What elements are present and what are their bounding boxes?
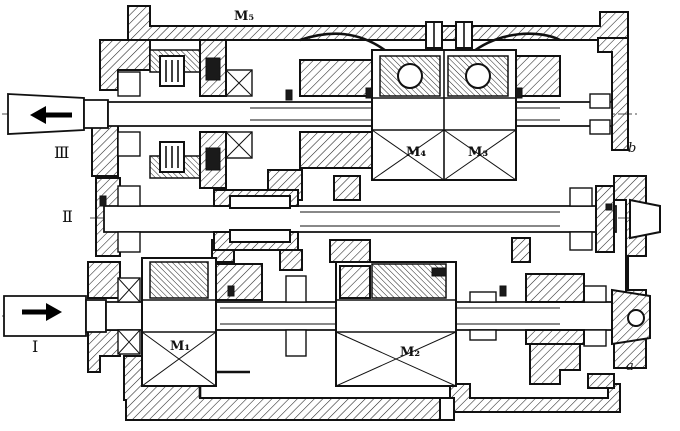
shaft-i <box>2 257 651 387</box>
point-label-a: a <box>626 359 634 374</box>
point-label-b: b <box>628 141 636 156</box>
label-m5: M₅ <box>234 9 254 24</box>
shaft-label-i: Ⅰ <box>32 337 38 356</box>
output-arrow <box>30 106 72 124</box>
housing <box>87 5 647 421</box>
label-m4: M₄ <box>406 145 426 160</box>
label-m2: M₂ <box>400 345 420 360</box>
label-m3: M₃ <box>468 145 488 160</box>
label-m1: M₁ <box>170 339 190 354</box>
shaft-iii <box>2 39 640 189</box>
shaft-label-iii: Ⅲ <box>54 143 69 162</box>
input-arrow <box>22 303 62 321</box>
shaft-ii <box>90 185 661 253</box>
shaft-label-ii: Ⅱ <box>62 207 73 226</box>
